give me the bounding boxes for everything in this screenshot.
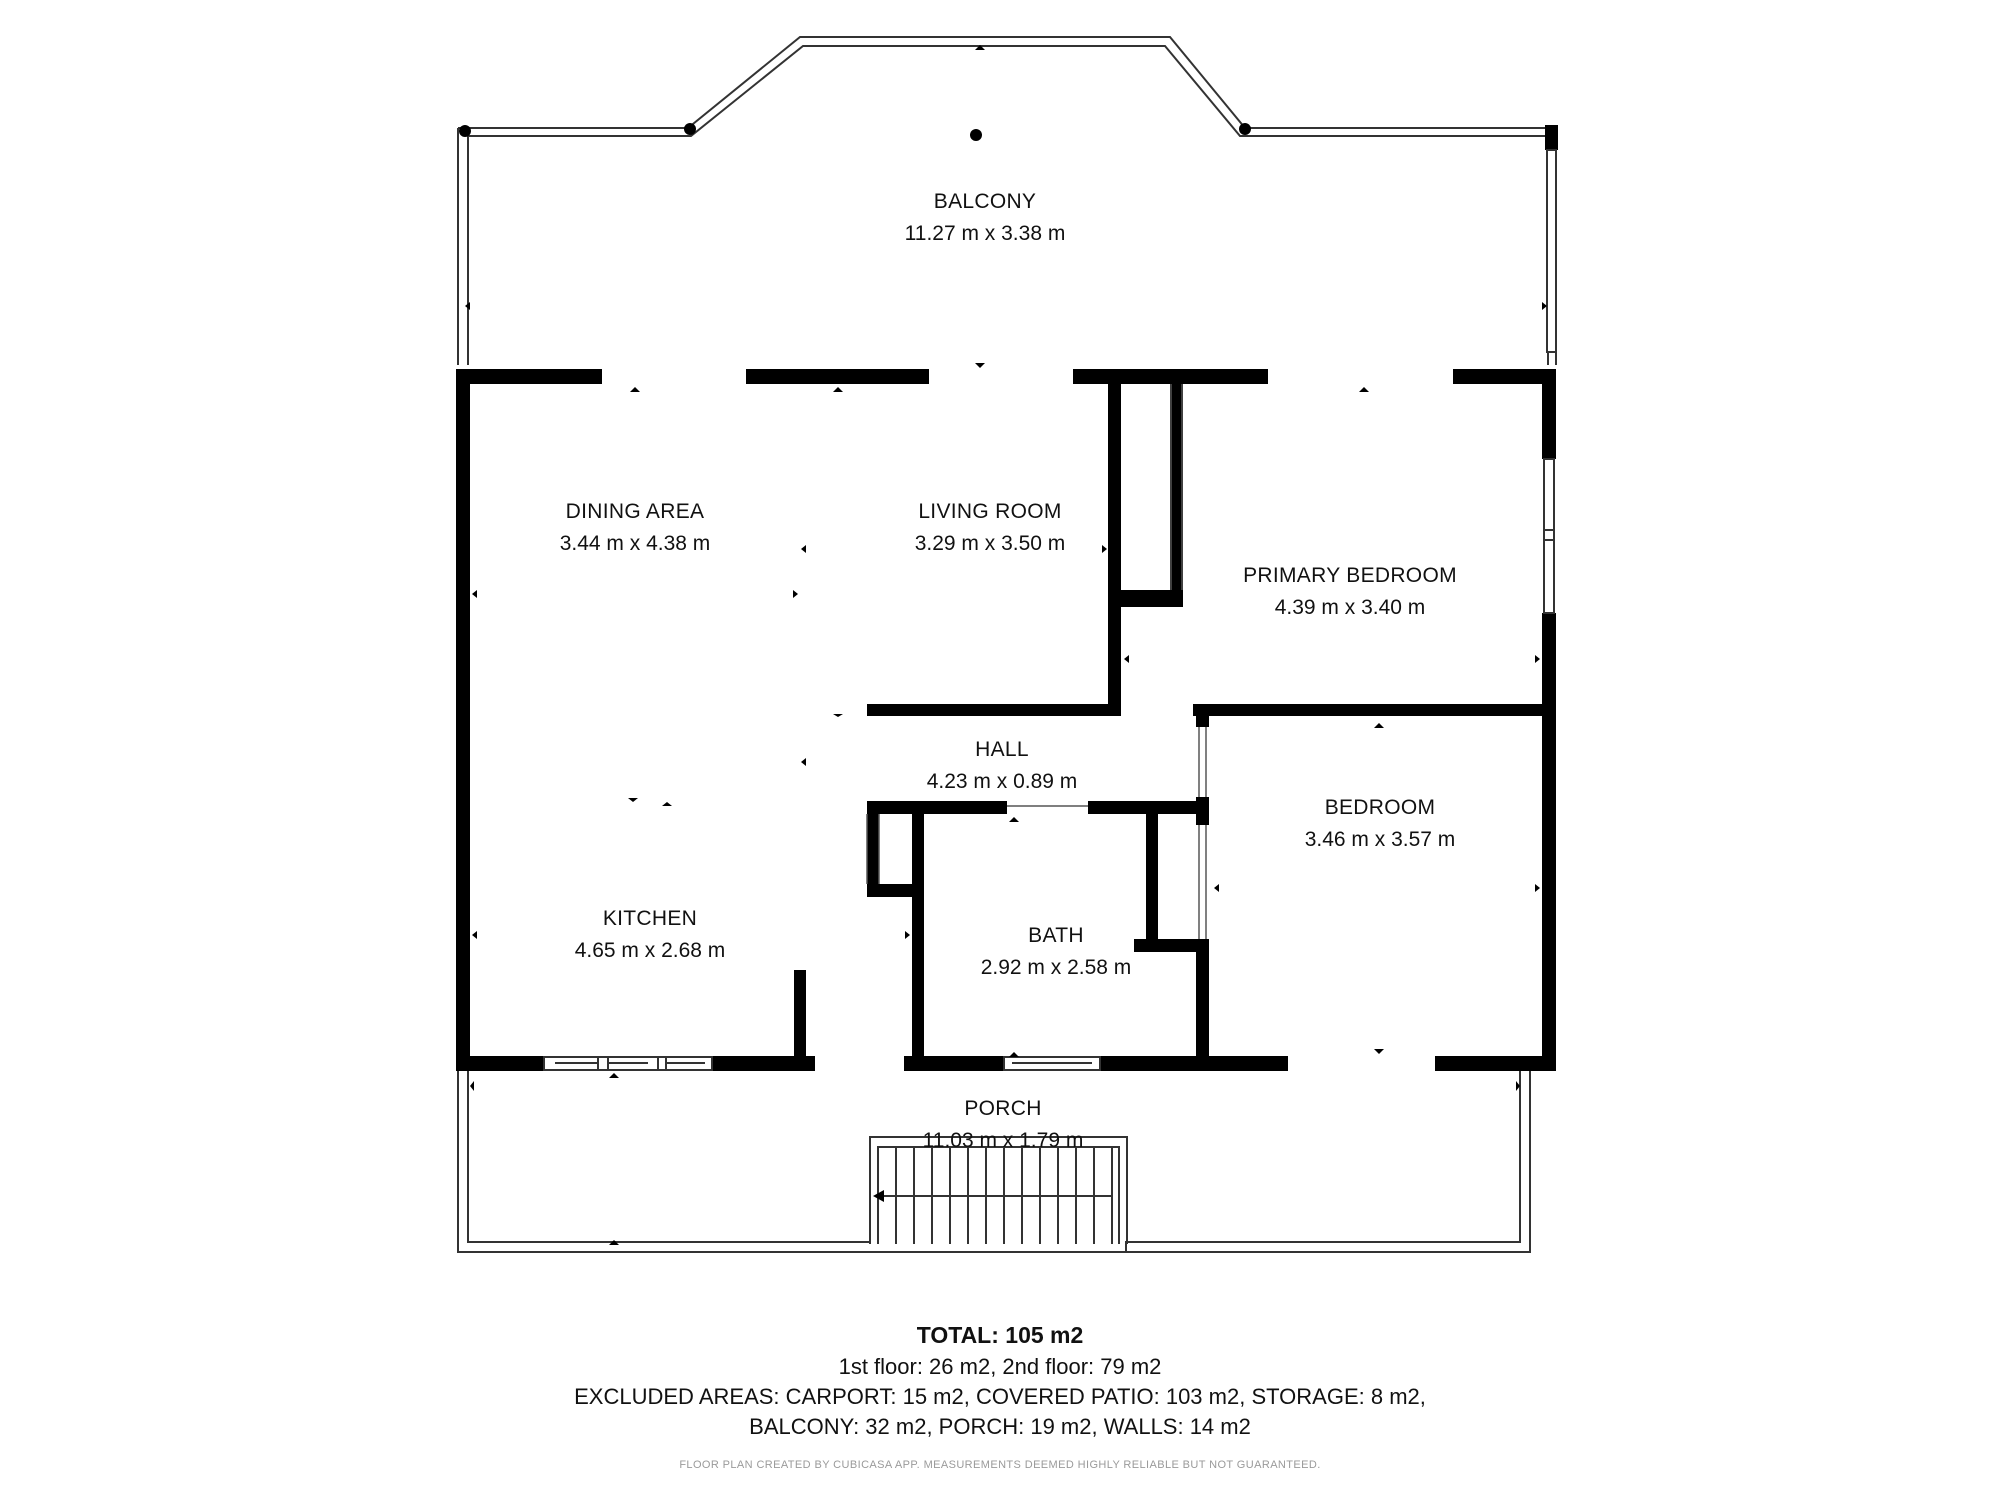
porch-stairs: [869, 1136, 1128, 1244]
kitchen-label: KITCHEN: [603, 907, 697, 930]
kitchen-window: [543, 1056, 713, 1071]
bedroom-dimensions: 3.46 m x 3.57 m: [1305, 828, 1456, 851]
interior-walls: [794, 369, 1556, 1071]
total-area: TOTAL: 105 m2: [916, 1322, 1084, 1348]
thin-frames: [866, 384, 1207, 939]
primary-bedroom-windows: [1543, 458, 1555, 614]
porch-label: PORCH: [964, 1097, 1041, 1120]
primary-bedroom-dimensions: 4.39 m x 3.40 m: [1275, 596, 1426, 619]
bath-window: [1003, 1056, 1101, 1071]
bedroom-label: BEDROOM: [1325, 796, 1436, 819]
porch-dimensions: 11.03 m x 1.79 m: [923, 1129, 1084, 1152]
floor-areas: 1st floor: 26 m2, 2nd floor: 79 m2: [838, 1354, 1162, 1379]
measurement-ticks: [465, 45, 1547, 1245]
balcony-label: BALCONY: [934, 190, 1036, 213]
stairs-direction-arrow-icon: [873, 1190, 884, 1202]
exterior-walls: [456, 369, 1556, 1071]
bath-dimensions: 2.92 m x 2.58 m: [981, 956, 1132, 979]
dining-area-dimensions: 3.44 m x 4.38 m: [560, 532, 711, 555]
balcony-dimensions: 11.27 m x 3.38 m: [905, 222, 1066, 245]
excluded-areas-line-1: EXCLUDED AREAS: CARPORT: 15 m2, COVERED …: [574, 1384, 1426, 1409]
balcony-posts: [459, 123, 1251, 141]
porch-outline: [457, 1071, 1531, 1253]
hall-label: HALL: [975, 738, 1029, 761]
hall-dimensions: 4.23 m x 0.89 m: [927, 770, 1078, 793]
primary-bedroom-label: PRIMARY BEDROOM: [1243, 564, 1457, 587]
dining-area-label: DINING AREA: [566, 500, 705, 523]
living-room-dimensions: 3.29 m x 3.50 m: [915, 532, 1066, 555]
disclaimer-credit: FLOOR PLAN CREATED BY CUBICASA APP. MEAS…: [679, 1459, 1321, 1471]
living-room-label: LIVING ROOM: [918, 500, 1061, 523]
kitchen-dimensions: 4.65 m x 2.68 m: [575, 939, 726, 962]
bath-label: BATH: [1028, 924, 1084, 947]
balcony-right-window: [1545, 125, 1558, 353]
excluded-areas-line-2: BALCONY: 32 m2, PORCH: 19 m2, WALLS: 14 …: [749, 1414, 1251, 1439]
